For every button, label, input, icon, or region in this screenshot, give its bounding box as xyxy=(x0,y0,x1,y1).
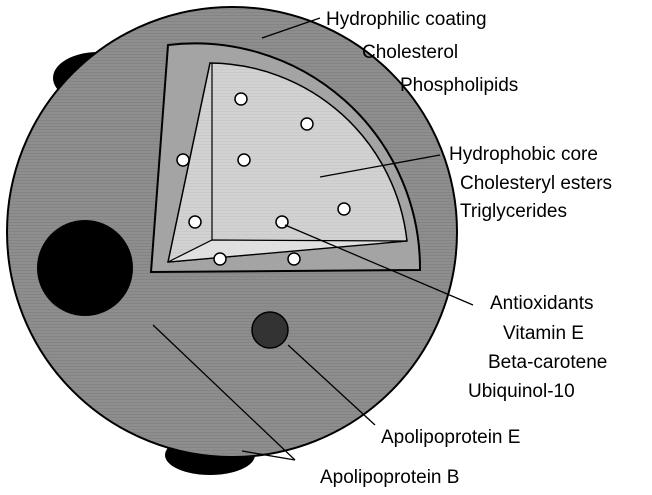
antioxidant-dot xyxy=(214,253,226,265)
label-hydrophobic-core: Hydrophobic core xyxy=(449,145,598,164)
label-phospholipids: Phospholipids xyxy=(400,76,518,95)
label-vitamin-e: Vitamin E xyxy=(503,324,584,343)
apolipoprotein-e xyxy=(252,312,288,348)
antioxidant-dot xyxy=(288,253,300,265)
antioxidant-dot xyxy=(338,203,350,215)
antioxidant-dot xyxy=(301,118,313,130)
label-apolipoprotein-b: Apolipoprotein B xyxy=(320,468,459,487)
label-triglycerides: Triglycerides xyxy=(460,202,567,221)
label-ubiquinol-10: Ubiquinol-10 xyxy=(468,382,575,401)
label-antioxidants: Antioxidants xyxy=(490,294,594,313)
label-hydrophilic-coating: Hydrophilic coating xyxy=(326,10,487,29)
antioxidant-dot xyxy=(235,93,247,105)
label-cholesteryl-esters: Cholesteryl esters xyxy=(460,174,612,193)
antioxidant-dot xyxy=(189,216,201,228)
apolipoprotein-b-front xyxy=(37,220,133,316)
label-apolipoprotein-e: Apolipoprotein E xyxy=(381,428,520,447)
label-beta-carotene: Beta-carotene xyxy=(488,353,607,372)
antioxidant-dot xyxy=(238,154,250,166)
label-cholesterol: Cholesterol xyxy=(362,43,458,62)
antioxidant-dot xyxy=(177,154,189,166)
